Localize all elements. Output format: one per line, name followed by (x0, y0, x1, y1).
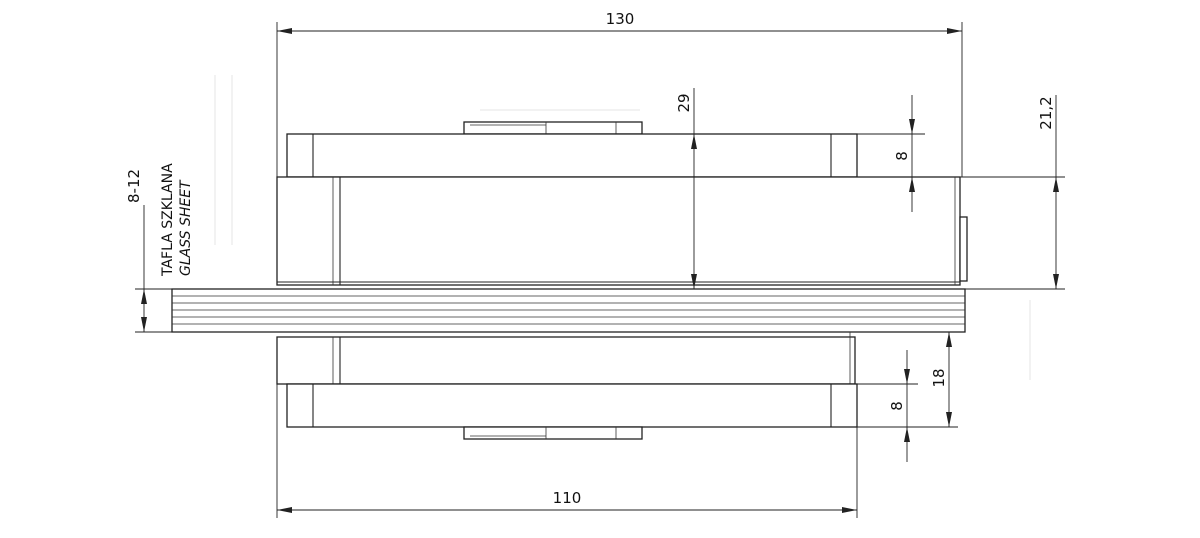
dimension-130-label: 130 (606, 10, 635, 28)
dimension-130: 130 (276, 10, 963, 177)
dimension-21-2: 21,2 (960, 95, 1065, 290)
lower-screw-cap (463, 426, 643, 440)
dimension-8-lower-label: 8 (888, 401, 906, 411)
upper-right-tab (959, 216, 968, 282)
dimension-110-label: 110 (553, 489, 582, 507)
ghost-traces (214, 75, 1031, 380)
glass-label: TAFLA SZKLANA GLASS SHEET (160, 163, 194, 277)
dimension-110: 110 (276, 384, 858, 518)
dimension-29: 29 (675, 88, 697, 289)
dimension-18-label: 18 (930, 368, 948, 387)
lower-plate (286, 383, 858, 428)
glass-outline (171, 288, 966, 333)
glass-sheet (171, 288, 966, 333)
upper-clamp (276, 121, 968, 286)
dimension-8-12-label: 8-12 (125, 169, 143, 203)
dimension-8-upper-label: 8 (893, 151, 911, 161)
dimension-18: 18 (857, 332, 958, 428)
lower-clamp (276, 332, 858, 440)
dimension-8-12: 8-12 (125, 169, 172, 333)
dimension-8-lower: 8 (857, 350, 918, 462)
upper-screw-cap (463, 121, 643, 135)
lower-body (276, 336, 856, 385)
dimension-8-upper: 8 (857, 95, 925, 212)
dimension-21-2-label: 21,2 (1037, 96, 1055, 129)
upper-plate (286, 133, 858, 178)
upper-body (276, 176, 961, 286)
glass-label-en: GLASS SHEET (178, 179, 194, 276)
dimension-29-label: 29 (675, 93, 693, 112)
glass-label-pl: TAFLA SZKLANA (160, 163, 176, 277)
